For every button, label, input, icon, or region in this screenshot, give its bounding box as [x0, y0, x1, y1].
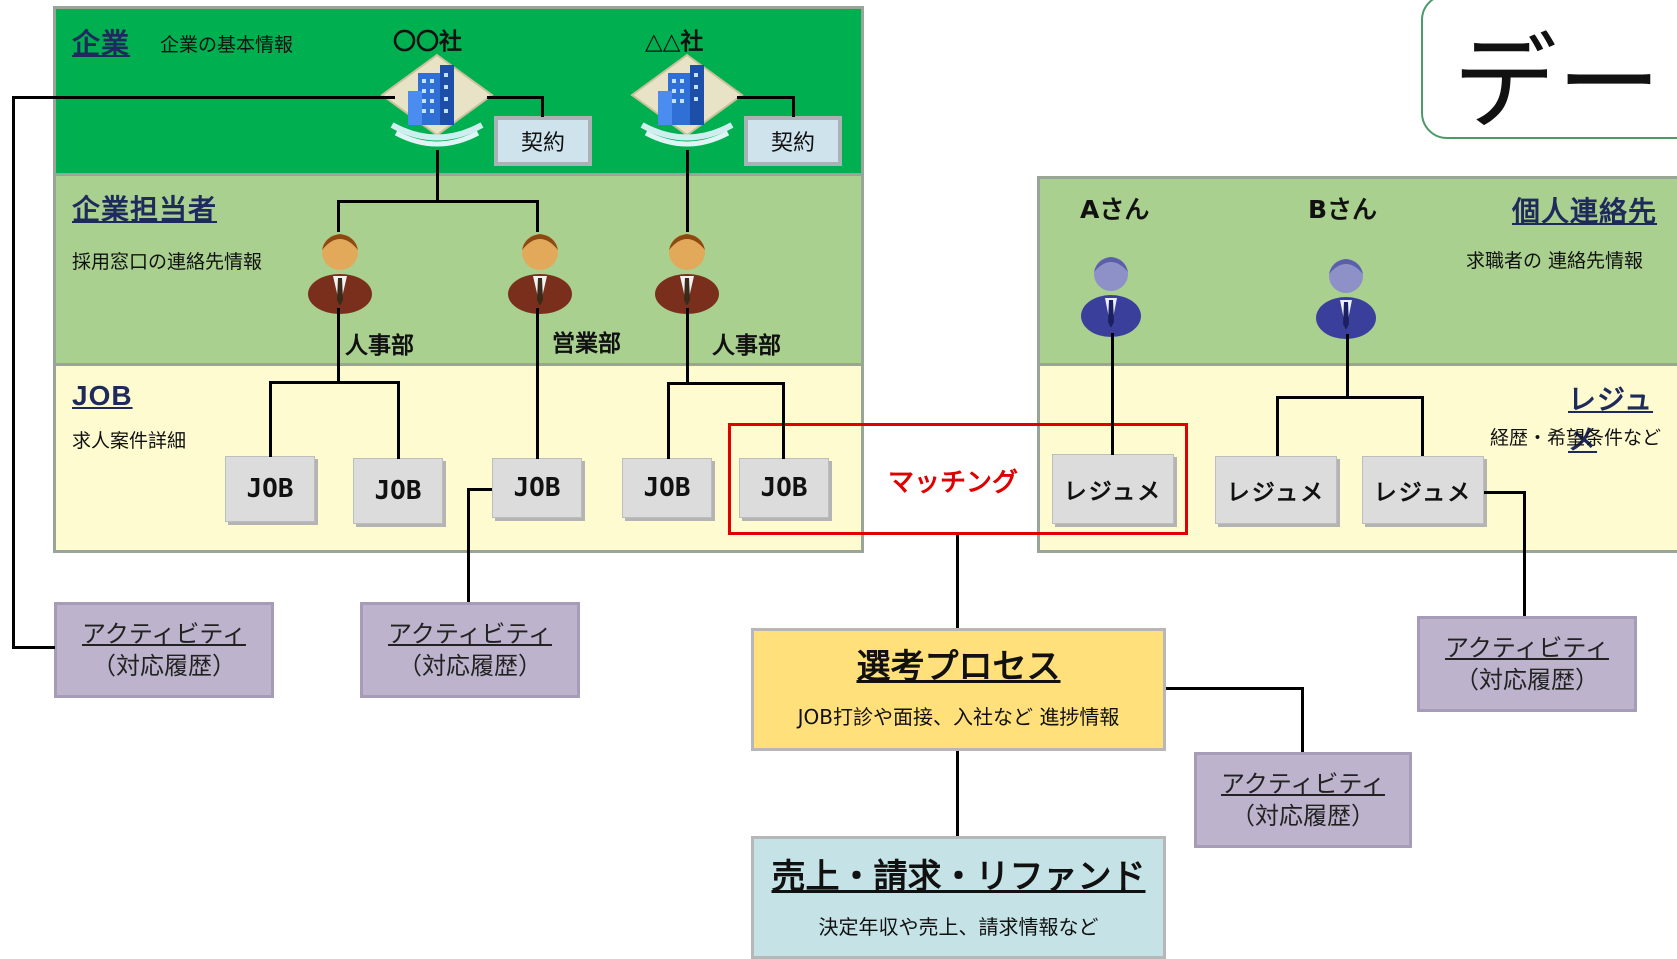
sales-title: 売上・請求・リファンド	[771, 857, 1146, 897]
job-title: JOB	[72, 380, 133, 411]
person-icon	[308, 234, 372, 314]
activity-box-company[interactable]: アクティビティ （対応履歴）	[54, 602, 274, 698]
selection-subtitle: JOB打診や面接、入社など 進捗情報	[797, 705, 1120, 729]
resume-title: レジュメ	[1568, 383, 1654, 456]
building-icon	[380, 53, 494, 147]
title-box: デー	[1421, 0, 1677, 144]
building-icon	[630, 53, 744, 147]
connector-line	[1421, 396, 1424, 456]
contact-subtitle: 採用窓口の連絡先情報	[72, 251, 263, 273]
company-title: 企業	[72, 27, 131, 60]
activity-sublabel: （対応履歴）	[1231, 802, 1375, 830]
activity-box-resume[interactable]: アクティビティ （対応履歴）	[1417, 616, 1637, 712]
sales-box[interactable]: 売上・請求・リファンド 決定年収や売上、請求情報など	[751, 836, 1166, 959]
connector-line	[667, 382, 785, 385]
connector-line	[467, 488, 470, 602]
activity-label: アクティビティ	[82, 620, 246, 648]
connector-line	[1301, 687, 1304, 752]
connector-line	[1166, 687, 1304, 690]
person-icon	[508, 234, 572, 314]
contact-band	[55, 175, 862, 365]
connector-line	[1111, 333, 1114, 455]
department-label-1: 人事部	[345, 333, 414, 359]
connector-line	[269, 381, 400, 384]
divider	[55, 173, 862, 176]
department-label-2: 営業部	[552, 331, 621, 357]
person-icon	[1081, 257, 1141, 337]
resume-card[interactable]: レジュメ	[1052, 454, 1174, 524]
activity-label: アクティビティ	[1221, 770, 1385, 798]
connector-line	[541, 96, 544, 117]
company-name-2: △△社	[645, 29, 704, 55]
person-icon	[1316, 259, 1376, 339]
resume-card[interactable]: レジュメ	[1362, 456, 1484, 524]
activity-sublabel: （対応履歴）	[398, 652, 542, 680]
matching-label: マッチング	[888, 468, 1019, 498]
connector-line	[12, 96, 15, 648]
contact-title: 企業担当者	[72, 193, 218, 226]
connector-line	[12, 96, 395, 99]
connector-line	[269, 381, 272, 457]
connector-line	[1276, 396, 1279, 456]
selection-title: 選考プロセス	[856, 647, 1061, 687]
activity-box-job[interactable]: アクティビティ （対応履歴）	[360, 602, 580, 698]
connector-line	[1484, 491, 1526, 494]
activity-box-selection[interactable]: アクティビティ （対応履歴）	[1194, 752, 1412, 848]
connector-line	[397, 381, 400, 459]
connector-line	[536, 200, 539, 232]
connector-line	[956, 535, 959, 628]
activity-sublabel: （対応履歴）	[1455, 666, 1599, 694]
title-text: デー	[1453, 22, 1662, 144]
job-band	[55, 365, 862, 551]
divider	[55, 363, 862, 366]
resume-card[interactable]: レジュメ	[1215, 456, 1337, 524]
candidate-panel-frame	[1037, 176, 1677, 553]
connector-line	[536, 308, 539, 459]
candidate-name-a: Aさん	[1080, 195, 1150, 224]
connector-line	[468, 488, 492, 491]
connector-line	[337, 200, 340, 232]
connector-line	[337, 308, 340, 383]
connector-line	[436, 150, 439, 202]
connector-line	[1276, 396, 1424, 399]
job-card[interactable]: JOB	[225, 456, 315, 522]
activity-label: アクティビティ	[388, 620, 552, 648]
connector-line	[1346, 334, 1349, 398]
contract-box-1: 契約	[494, 116, 592, 166]
connector-line	[792, 96, 795, 117]
job-card[interactable]: JOB	[492, 458, 582, 518]
company-panel-frame	[53, 6, 864, 553]
connector-line	[12, 646, 55, 649]
connector-line	[737, 96, 794, 99]
connector-line	[956, 751, 959, 836]
job-card[interactable]: JOB	[353, 458, 443, 524]
job-card[interactable]: JOB	[739, 458, 829, 518]
activity-sublabel: （対応履歴）	[92, 652, 236, 680]
connector-line	[782, 382, 785, 459]
candidate-subtitle: 求職者の 連絡先情報	[1466, 250, 1644, 272]
company-name-1: 〇〇社	[393, 29, 462, 55]
job-subtitle: 求人案件詳細	[72, 430, 187, 452]
candidate-name-b: Bさん	[1308, 195, 1378, 224]
divider	[1039, 363, 1677, 366]
job-card[interactable]: JOB	[622, 458, 712, 518]
selection-process-box[interactable]: 選考プロセス JOB打診や面接、入社など 進捗情報	[751, 628, 1166, 751]
person-icon	[655, 234, 719, 314]
sales-subtitle: 決定年収や売上、請求情報など	[818, 915, 1099, 939]
resume-subtitle: 経歴・希望条件など	[1490, 427, 1662, 449]
candidate-title: 個人連絡先	[1512, 195, 1658, 228]
connector-line	[686, 150, 689, 232]
company-subtitle: 企業の基本情報	[160, 34, 294, 56]
connector-line	[667, 382, 670, 459]
activity-label: アクティビティ	[1445, 634, 1609, 662]
matching-frame	[728, 423, 1188, 535]
connector-line	[337, 200, 539, 203]
department-label-3: 人事部	[712, 333, 781, 359]
connector-line	[1523, 491, 1526, 616]
connector-line	[487, 96, 544, 99]
connector-line	[686, 308, 689, 383]
contract-box-2: 契約	[744, 116, 842, 166]
